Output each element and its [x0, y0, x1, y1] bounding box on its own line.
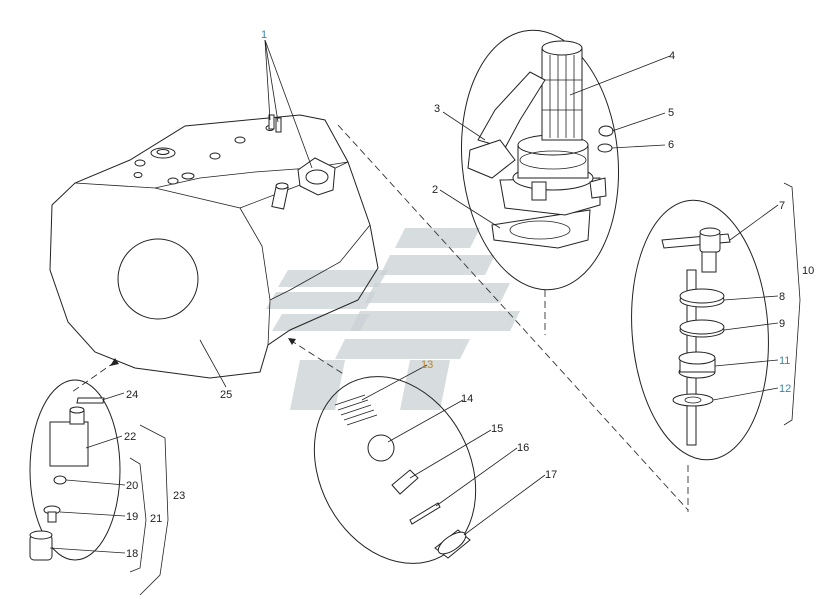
- callout-7: 7: [779, 200, 785, 212]
- spring-part-13: [334, 394, 378, 426]
- callout-13: 13: [421, 359, 433, 371]
- callout-15: 15: [491, 423, 503, 435]
- callout-12: 12: [779, 383, 791, 395]
- callout-5: 5: [668, 107, 674, 119]
- callout-14: 14: [461, 393, 473, 405]
- drain-valve-group: [631, 199, 769, 461]
- leader-lines: [49, 39, 779, 554]
- callout-6: 6: [668, 139, 674, 151]
- callout-10: 10: [802, 265, 814, 277]
- callout-3: 3: [434, 103, 440, 115]
- callout-1: 1: [261, 29, 267, 41]
- callout-20: 20: [126, 480, 138, 492]
- callout-22: 22: [124, 431, 136, 443]
- callout-24: 24: [126, 389, 138, 401]
- callout-9: 9: [779, 318, 785, 330]
- assembly-axes: [71, 124, 689, 512]
- tank-part-25: [49, 114, 379, 379]
- callout-2: 2: [432, 184, 438, 196]
- callout-8: 8: [779, 291, 785, 303]
- callout-16: 16: [517, 442, 529, 454]
- filler-neck-group: [460, 29, 620, 291]
- callout-labels: 1 2 3 4 5 6 7 8 9 10 11 12 13 14 15 16 1…: [124, 29, 814, 560]
- callout-23: 23: [173, 490, 185, 502]
- callout-17: 17: [545, 469, 557, 481]
- sensor-group: [29, 379, 121, 561]
- callout-4: 4: [669, 50, 675, 62]
- filter-group: [313, 376, 477, 564]
- callout-11: 11: [779, 355, 790, 367]
- watermark-logo: [266, 228, 520, 410]
- callout-25: 25: [220, 389, 232, 401]
- callout-18: 18: [126, 548, 138, 560]
- callout-19: 19: [126, 511, 138, 523]
- callout-21: 21: [150, 513, 162, 525]
- group-brackets: [129, 182, 801, 596]
